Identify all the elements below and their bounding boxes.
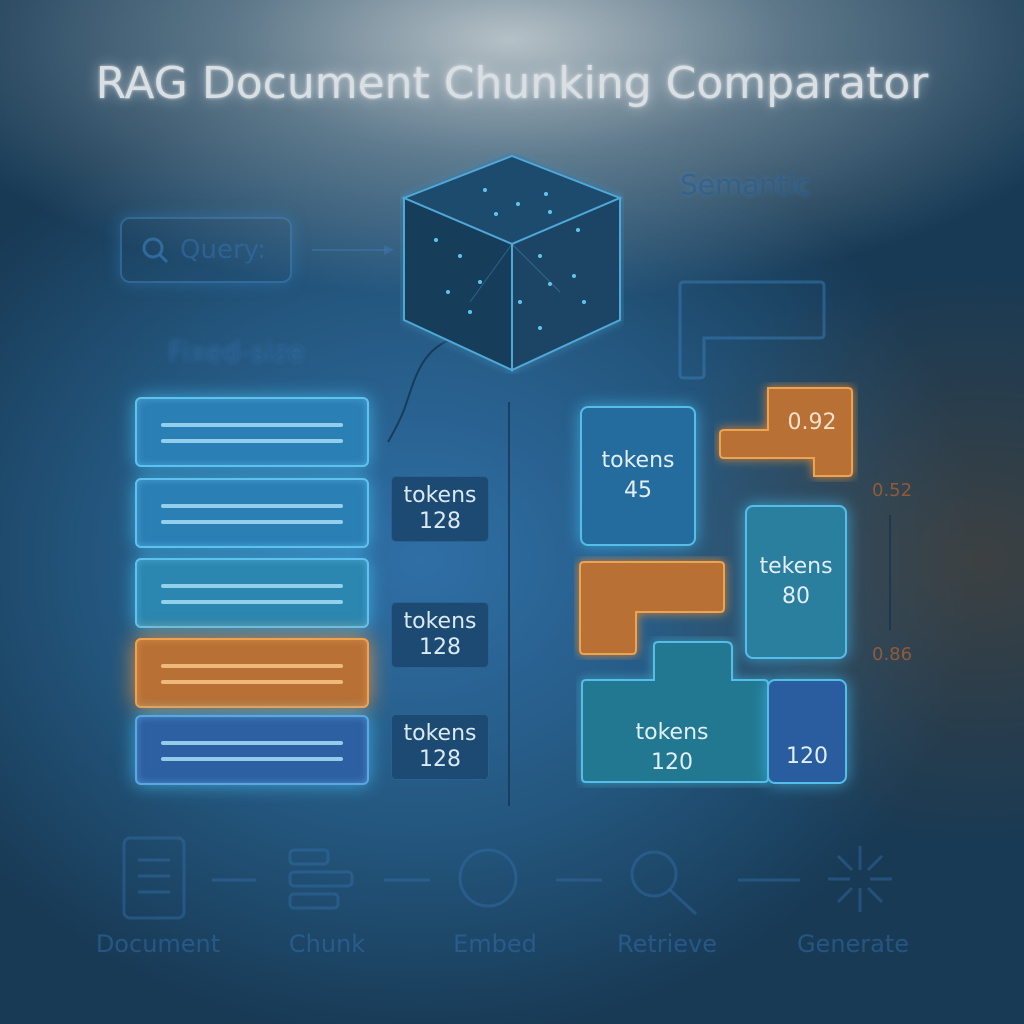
token-count: 80 <box>782 584 810 609</box>
token-count: 120 <box>651 750 693 775</box>
token-count: 128 <box>419 747 461 772</box>
embedding-cube-icon <box>401 154 623 372</box>
semantic-chunk-3-shape[interactable] <box>576 636 772 788</box>
token-word: tokens <box>403 483 477 508</box>
embed-icon <box>458 848 518 908</box>
pipeline-step-embed: Embed <box>453 930 537 958</box>
search-icon <box>142 237 169 264</box>
document-icon <box>122 836 186 920</box>
pipeline-step-document: Document <box>95 930 221 958</box>
token-word: tokens <box>635 720 709 745</box>
query-box[interactable]: Query: <box>120 217 292 283</box>
fixed-chunk-2[interactable] <box>135 478 369 548</box>
pipeline-step-chunk: Chunk <box>288 930 366 958</box>
semantic-chunk-1[interactable]: tokens 45 <box>580 406 696 546</box>
similarity-score: 0.52 <box>872 480 913 501</box>
similarity-score: 0.86 <box>872 644 913 665</box>
fixed-size-label: Fixed-size <box>168 335 305 368</box>
fixed-token-badge: tokens 128 <box>391 714 489 780</box>
token-word: tokens <box>601 448 675 473</box>
pipeline-step-generate: Generate <box>796 930 910 958</box>
token-count: 128 <box>419 509 461 534</box>
generate-spark-icon <box>828 846 892 912</box>
fixed-chunk-1[interactable] <box>135 397 369 467</box>
semantic-placeholder-shape <box>678 280 826 380</box>
fixed-chunk-5[interactable] <box>135 715 369 785</box>
fixed-token-badge: tokens 128 <box>391 602 489 668</box>
query-arrow-head <box>384 245 394 255</box>
semantic-chunk-highlight-left[interactable] <box>574 556 734 660</box>
token-count: 45 <box>624 478 652 503</box>
chunk-icon <box>288 848 330 866</box>
pipeline-icons <box>122 836 892 920</box>
semantic-chunk-2[interactable]: tekens 80 <box>745 505 847 659</box>
similarity-score-primary: 0.92 <box>787 410 837 435</box>
fixed-chunk-3[interactable] <box>135 558 369 628</box>
page-title: RAG Document Chunking Comparator <box>95 58 929 109</box>
pipeline-step-retrieve: Retrieve <box>616 930 718 958</box>
token-word: tekens <box>759 554 833 579</box>
query-label: Query: <box>180 235 266 265</box>
semantic-chunk-4[interactable]: 120 <box>767 679 847 784</box>
fixed-token-badge: tokens 128 <box>391 476 489 542</box>
token-count: 128 <box>419 635 461 660</box>
fixed-chunk-4-highlighted[interactable] <box>135 638 369 708</box>
cube-to-fixed-curve <box>387 335 463 443</box>
semantic-chunk-highlight-top[interactable] <box>714 382 858 482</box>
token-count: 120 <box>786 744 828 769</box>
token-word: tokens <box>403 609 477 634</box>
retrieve-search-icon <box>630 850 678 898</box>
token-word: tokens <box>403 721 477 746</box>
semantic-label: Semantic <box>680 168 812 201</box>
semantic-chunk-3-label: tokens 120 <box>600 718 744 778</box>
